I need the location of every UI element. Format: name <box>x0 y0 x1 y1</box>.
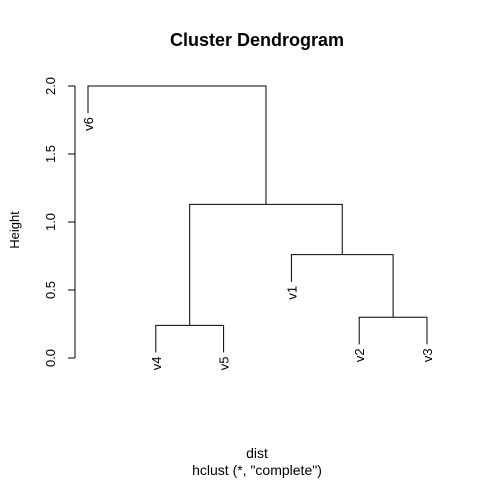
y-tick-label: 2.0 <box>43 77 58 95</box>
leaf-label: v1 <box>284 286 299 300</box>
y-axis: 0.0 0.5 1.0 1.5 2.0 <box>43 77 76 367</box>
y-axis-label: Height <box>7 211 22 249</box>
y-tick-label: 1.5 <box>43 145 58 163</box>
leaf-label: v6 <box>81 117 96 131</box>
leaf-label: v5 <box>217 357 232 371</box>
dendrogram-tree <box>87 85 428 353</box>
y-tick-label: 0.0 <box>43 349 58 367</box>
merge-branch <box>155 324 225 353</box>
merge-branch <box>358 316 428 345</box>
leaf-label: v3 <box>420 348 435 362</box>
y-tick-label: 1.0 <box>43 213 58 231</box>
y-tick-label: 0.5 <box>43 281 58 299</box>
merge-branch <box>290 254 394 318</box>
leaf-labels: v6 v4 v5 v1 v2 v3 <box>81 117 435 370</box>
merge-branch <box>87 85 267 205</box>
chart-title: Cluster Dendrogram <box>170 30 344 50</box>
merge-branch <box>189 203 343 326</box>
leaf-label: v4 <box>149 357 164 371</box>
x-axis-label: dist <box>246 445 268 461</box>
method-subtitle: hclust (*, "complete") <box>192 462 322 478</box>
leaf-label: v2 <box>352 348 367 362</box>
